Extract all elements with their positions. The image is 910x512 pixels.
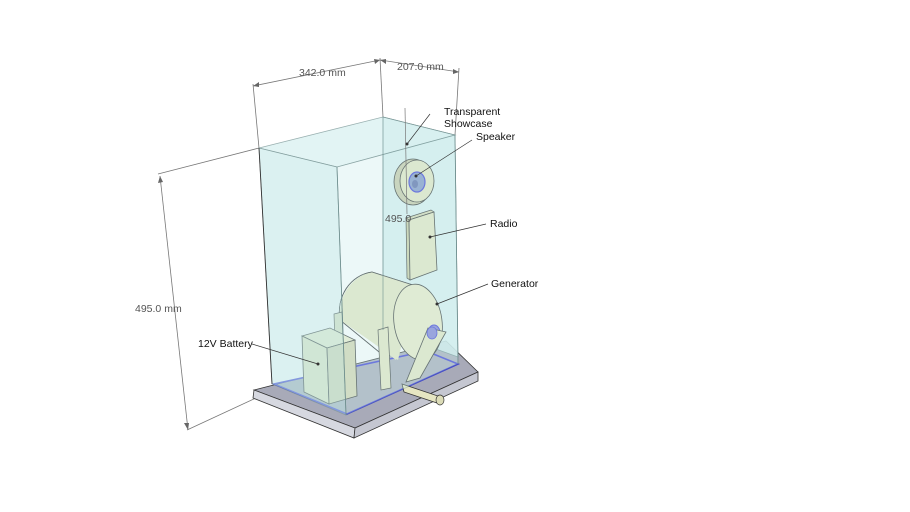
inner-dimension-line [404, 107, 408, 215]
dimension-depth-label: 207.0 mm [397, 61, 444, 73]
dimension-arrowheads [158, 59, 459, 430]
dimension-width-label: 342.0 mm [299, 67, 346, 79]
leader-lines [251, 113, 489, 365]
dimension-height-label: 495.0 mm [135, 303, 182, 315]
label-speaker: Speaker [476, 131, 516, 143]
crank-handle[interactable] [401, 326, 447, 406]
label-showcase-line1: Transparent [444, 106, 500, 118]
generator-mount-right [377, 326, 392, 391]
inner-dimension-label: 495.0 [385, 213, 411, 225]
base-right-side [353, 371, 479, 439]
speaker[interactable] [393, 158, 435, 206]
showcase-front-left [258, 147, 347, 416]
label-battery: 12V Battery [198, 338, 254, 350]
label-radio: Radio [490, 218, 518, 230]
dimension-lines [157, 57, 460, 431]
label-generator: Generator [491, 278, 539, 290]
leader-dots [316, 142, 439, 366]
label-showcase-line2: Showcase [444, 118, 493, 130]
transparent-showcase[interactable] [258, 116, 459, 416]
radio[interactable] [405, 209, 438, 281]
